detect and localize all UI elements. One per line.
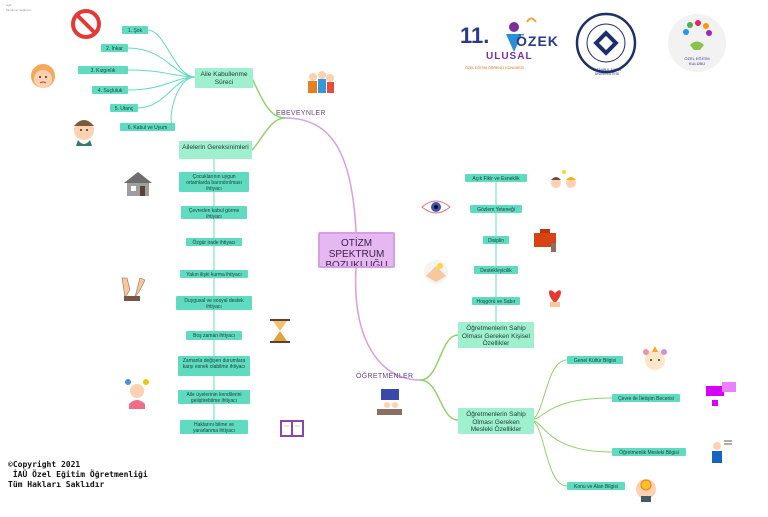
personal-item-1[interactable]: Açık Fikir ve Esneklik [465,174,527,182]
center-to-teachers-line [354,267,421,381]
tiny-header-1: ugill [6,3,12,7]
personal-item-3[interactable]: Disiplin [483,236,509,244]
personal-item-4[interactable]: Destekleyicilik [474,266,518,274]
professional-item-4[interactable]: Konu ve Alan Bilgisi [567,482,625,490]
university-ring-text: İSTANBUL AYDIN ÜNİVERSİTESİ [593,68,621,76]
family-icon [308,71,334,93]
professional-item-3[interactable]: Öğretmenlik Mesleki Bilgisi [612,448,686,456]
copyright-line-2: İAÜ Özel Eğitim Öğretmenliği [8,470,148,479]
central-topic-line2: SPEKTRUM [328,249,385,260]
acceptance-process-node[interactable]: Aile Kabullenme Süreci [195,68,253,88]
tiny-header-2: Mindmap Sağlayıcı [6,8,32,12]
center-to-parents-line [284,117,357,233]
symposium-name-1: ÖZEK [516,33,559,49]
heart-hand-icon [549,290,561,307]
central-topic-line3: BOZUKLUĞU [325,260,388,268]
discipline-tools-icon [534,229,556,252]
teacher-board-icon [377,389,402,415]
copyright-line-3: Tüm Hakları Saklıdır [8,480,105,489]
need-item-4[interactable]: Yakın ilişki kurma ihtiyacı [180,270,248,278]
no-entry-icon [71,9,101,39]
book-icon [280,420,304,437]
brain-gear-icon [636,479,656,502]
professional-item-1[interactable]: Genel Kültür Bilgisi [567,356,623,364]
communication-icon [706,382,736,406]
need-item-6[interactable]: Boş zaman ihtiyacı [186,331,242,340]
need-item-5[interactable]: Duygusal ve sosyal destek ihtiyacı [176,296,252,310]
acceptance-step-2[interactable]: 2. İnkar [101,44,128,52]
copyright-block: ©Copyright 2021 İAÜ Özel Eğitim Öğretmen… [8,460,148,490]
symposium-name-2: ULUSAL [486,51,533,62]
central-topic-line1: OTİZM [340,238,373,249]
need-item-2[interactable]: Çevreden kabul görme ihtiyacı [181,206,247,219]
acceptance-step-5[interactable]: 5. Utanç [110,104,138,112]
raised-hands-icon [121,277,146,301]
university-logo [575,12,637,74]
acceptance-step-4[interactable]: 4. Suçluluk [92,86,128,94]
personal-item-5[interactable]: Hoşgörü ve Sabır [472,297,520,305]
need-item-1[interactable]: Çocuklarının uygun ortamlarda barındırıl… [179,172,249,192]
need-item-7[interactable]: Zamanla değişen durumlara karşı esnek ol… [178,356,250,376]
house-icon [124,172,152,196]
need-item-9[interactable]: Haklarını bilme ve yararlanma ihtiyacı [180,420,248,434]
thinking-person-icon [125,379,149,409]
symposium-subtitle: ÖZEL EĞİTİM ÖĞRENCİ KONGRESİ [465,66,524,70]
child-unicorn-icon [643,346,667,370]
symposium-number: 11. [460,23,490,48]
copyright-line-1: ©Copyright 2021 [8,460,81,469]
eye-icon [421,200,451,214]
acceptance-step-3[interactable]: 3. Kızgınlık [78,66,128,74]
angry-girl-icon [31,64,55,88]
club-name: ÖZEL EĞİTİM KULÜBÜ [684,56,710,66]
acceptance-step-1[interactable]: 1. Şok [122,26,148,34]
need-item-8[interactable]: Aile üyelerinin kendilerini geliştirebil… [178,390,250,404]
professional-item-2[interactable]: Çevre ile İletişim Becerisi [612,394,680,402]
family-needs-node[interactable]: Ailelerin Gereksinimleri [179,141,252,159]
presenter-icon [712,440,732,463]
central-topic[interactable]: OTİZM SPEKTRUM BOZUKLUĞU [318,232,395,268]
branch-teachers[interactable]: ÖĞRETMENLER [356,373,414,380]
personal-traits-node[interactable]: Öğretmenlerin Sahip Olması Gereken Kişis… [458,322,534,348]
need-item-3[interactable]: Özgür irade ihtiyacı [186,238,242,246]
hourglass-icon [270,319,290,343]
crying-person-icon [74,120,94,146]
professional-traits-node[interactable]: Öğretmenlerin Sahip Olması Gereken Mesle… [458,408,534,434]
support-hands-icon [424,260,448,284]
acceptance-step-6[interactable]: 6. Kabul ve Uyum [120,123,175,131]
personal-item-2[interactable]: Gözlem Yeteneği [470,205,522,213]
symposium-logo [506,17,537,52]
people-talking-icon [551,170,576,188]
special-education-club-logo [668,14,726,72]
branch-parents[interactable]: EBEVEYNLER [276,110,326,117]
